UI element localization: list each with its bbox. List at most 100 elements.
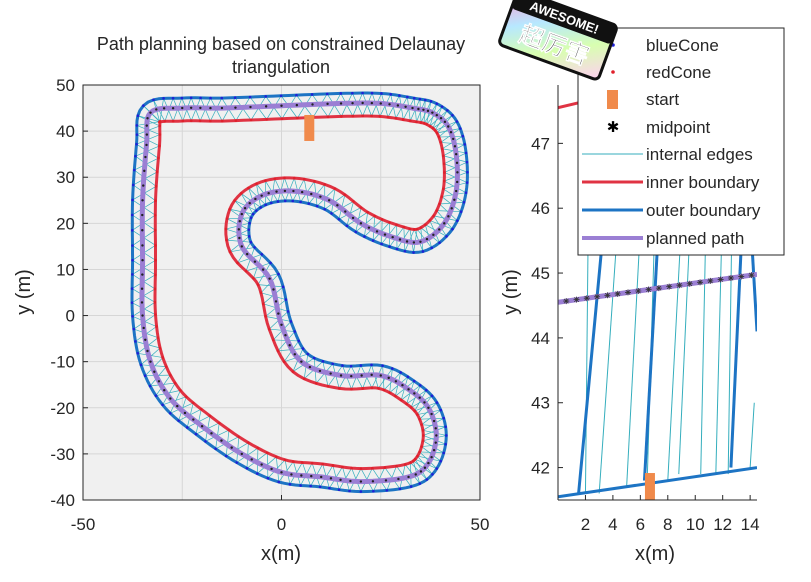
blue-cone <box>388 245 391 248</box>
blue-cone <box>380 92 383 95</box>
blue-cone <box>249 240 253 244</box>
red-cone <box>350 387 353 391</box>
red-cone <box>395 223 398 227</box>
blue-cone <box>131 229 134 232</box>
blue-cone <box>214 447 217 451</box>
midpoint <box>288 344 291 347</box>
midpoint <box>339 374 343 377</box>
blue-cone <box>135 124 139 127</box>
midpoint <box>280 471 283 474</box>
red-cone <box>380 218 384 221</box>
blue-cone <box>445 434 448 437</box>
left-y-tick-label: 30 <box>56 168 75 187</box>
red-cone <box>422 434 425 437</box>
midpoint <box>435 113 438 117</box>
red-cone <box>173 381 177 385</box>
red-cone <box>179 389 182 392</box>
midpoint <box>339 478 342 482</box>
blue-cone <box>418 384 422 387</box>
red-cone <box>157 156 160 160</box>
red-cone <box>158 120 162 123</box>
blue-cone <box>464 151 468 155</box>
blue-cone <box>312 356 316 360</box>
red-cone <box>438 202 441 206</box>
blue-cone <box>162 97 165 100</box>
red-cone <box>153 213 157 217</box>
right-x-tick-label: 6 <box>636 515 645 534</box>
midpoint <box>209 106 212 110</box>
legend: ✱ blueCone redCone start midpoint intern… <box>577 27 785 256</box>
blue-cone <box>135 142 138 146</box>
red-cone <box>431 126 435 130</box>
blue-cone <box>465 160 469 164</box>
midpoint <box>284 333 287 337</box>
blue-cone <box>204 440 207 443</box>
midpoint <box>397 477 400 481</box>
right-x-tick-label: 14 <box>741 515 760 534</box>
midpoint <box>434 441 437 444</box>
red-cone <box>244 269 248 273</box>
blue-cone <box>132 327 136 331</box>
red-cone <box>383 466 387 469</box>
red-cone <box>265 451 269 455</box>
red-cone <box>321 462 324 466</box>
blue-cone <box>444 425 447 429</box>
red-cone <box>370 386 374 390</box>
red-cone <box>441 154 445 158</box>
midpoint <box>163 388 166 392</box>
midpoint <box>183 411 187 415</box>
midpoint <box>443 120 447 124</box>
left-blue-cones <box>130 91 469 493</box>
right-x-axis-label: x(m) <box>635 543 675 565</box>
blue-cone <box>318 485 322 489</box>
blue-cone <box>135 133 139 136</box>
midpoint <box>359 480 363 483</box>
midpoint <box>200 425 204 428</box>
red-cone <box>326 384 330 388</box>
blue-cone <box>152 98 155 102</box>
midpoint <box>230 446 233 449</box>
red-cone <box>323 183 327 186</box>
blue-cone <box>264 203 267 207</box>
blue-cone <box>259 206 262 209</box>
red-cone <box>419 121 423 124</box>
midpoint <box>176 404 179 408</box>
blue-cone <box>131 258 134 262</box>
right-y-tick-label: 43 <box>531 394 550 413</box>
blue-cone <box>130 301 134 304</box>
blue-cone <box>348 489 351 493</box>
red-cone <box>154 185 158 188</box>
red-cone <box>282 360 286 363</box>
midpoint <box>426 109 430 113</box>
midpoint <box>143 169 146 173</box>
midpoint <box>398 238 402 241</box>
blue-cone <box>256 472 259 475</box>
legend-marker-midpoint: ✱ <box>607 118 620 136</box>
legend-label-start: start <box>646 90 679 109</box>
red-cone <box>411 459 415 463</box>
midpoint <box>140 287 144 290</box>
legend-label-outer-boundary: outer boundary <box>646 201 761 220</box>
right-y-axis-label: y (m) <box>500 269 522 315</box>
blue-cone <box>288 483 292 486</box>
right-y-tick-label: 46 <box>531 199 550 218</box>
blue-cone <box>168 411 172 415</box>
blue-cone <box>445 235 448 238</box>
midpoint <box>181 106 184 110</box>
midpoint <box>141 199 144 202</box>
right-midpoint <box>583 295 590 302</box>
midpoint <box>149 111 152 114</box>
red-cone <box>421 429 425 432</box>
midpoint <box>370 101 374 105</box>
red-cone <box>382 388 386 392</box>
red-cone <box>402 225 406 229</box>
blue-cone <box>134 154 137 158</box>
red-cone <box>421 439 425 443</box>
midpoint <box>155 108 158 111</box>
red-cone <box>352 200 355 203</box>
midpoint <box>447 125 450 128</box>
midpoint <box>274 300 278 303</box>
midpoint <box>145 133 149 136</box>
midpoint <box>339 102 343 105</box>
